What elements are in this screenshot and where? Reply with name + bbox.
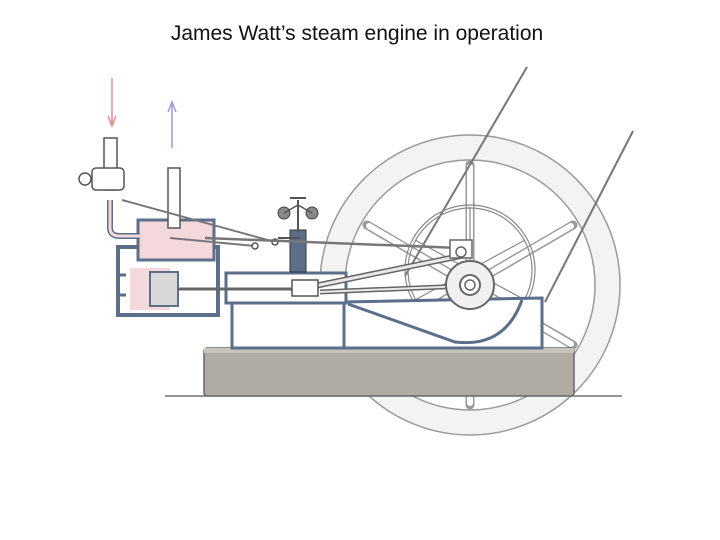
exhaust-pipe <box>167 167 181 229</box>
engine-base <box>203 347 575 397</box>
valve-rod <box>169 237 256 247</box>
eccentric-rod <box>204 236 461 250</box>
frame-block-right <box>342 296 544 350</box>
diagonal-rod-left <box>404 66 528 277</box>
diagonal-rod-right <box>544 130 634 303</box>
valve-body <box>91 167 125 191</box>
steam-exhaust-arrow <box>167 99 177 148</box>
governor-linkage <box>121 199 276 243</box>
frame-block-left <box>230 298 346 350</box>
valve-handle <box>78 172 92 186</box>
steam-inlet-arrow <box>107 78 117 129</box>
crank-hub <box>445 239 495 310</box>
steam-inlet-pipe <box>78 137 140 239</box>
cylinder-assembly <box>116 218 348 317</box>
piston <box>149 271 179 307</box>
connecting-rod <box>291 252 466 297</box>
crank-housing <box>347 299 524 345</box>
slide-title: James Watt’s steam engine in operation <box>170 22 544 45</box>
governor <box>277 197 319 273</box>
